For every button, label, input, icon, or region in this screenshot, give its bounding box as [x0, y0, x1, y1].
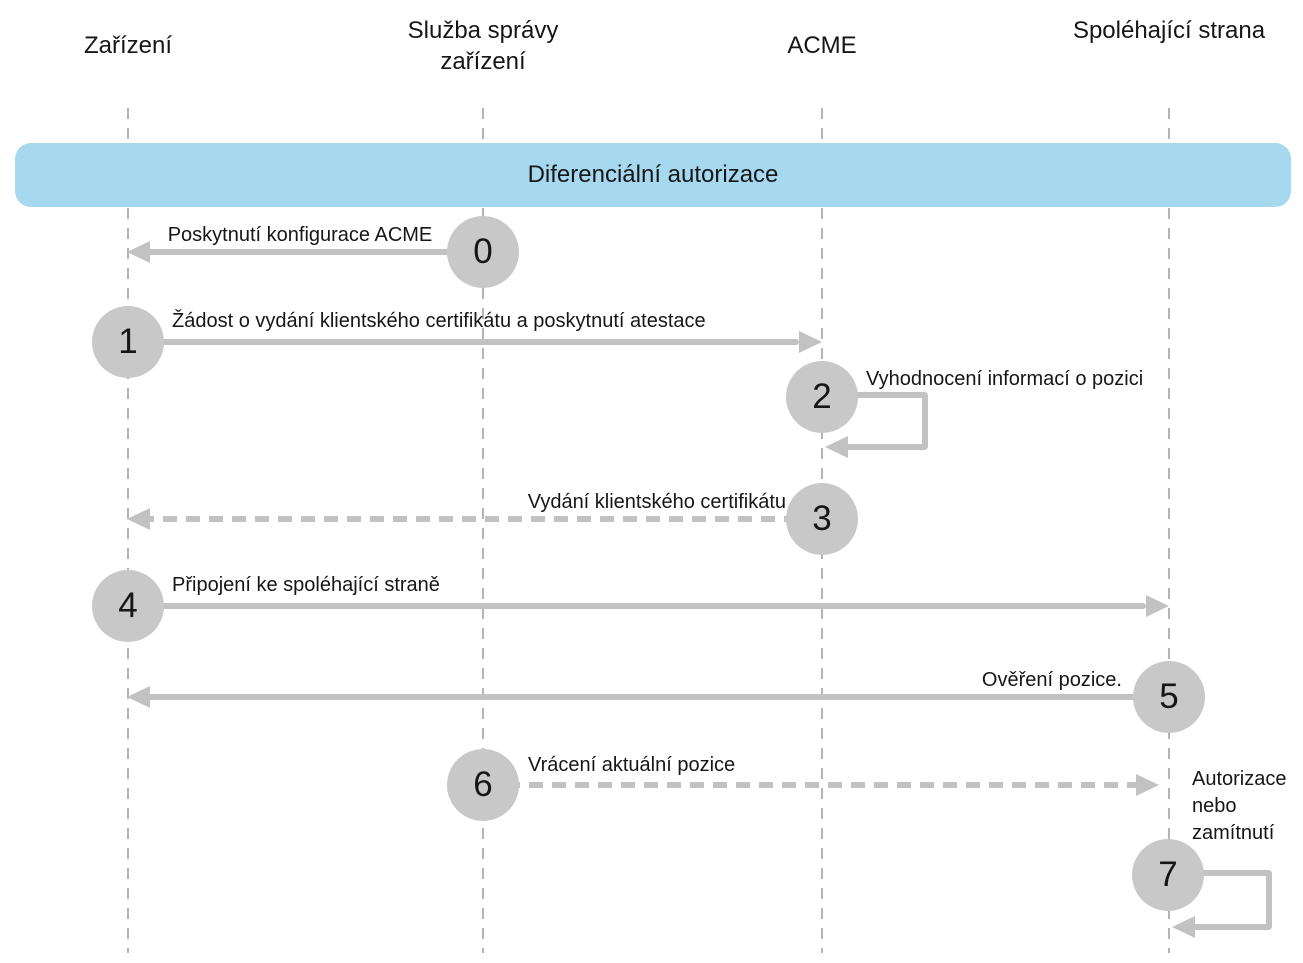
step-3-label: Vydání klientského certifikátu [527, 491, 786, 513]
step-4-arrowhead-right-icon [1146, 595, 1169, 617]
lifeline-device [127, 108, 129, 953]
step-5-number: 5 [1159, 677, 1179, 716]
diagram-title: Diferenciální autorizace [527, 161, 779, 188]
step-0-label: Poskytnutí konfigurace ACME [167, 224, 433, 246]
step-1-number: 1 [118, 322, 138, 361]
step-6-number: 6 [473, 765, 493, 804]
step-7-self-loop [1190, 870, 1272, 930]
step-6-label: Vrácení aktuální pozice [528, 754, 736, 776]
step-7-number: 7 [1158, 855, 1178, 894]
step-1-number-badge: 1 [92, 306, 164, 378]
actor-label-relying-party: Spoléhající strana [1072, 17, 1266, 44]
lifeline-device-management-service [482, 108, 484, 953]
step-1-arrowhead-right-icon [799, 331, 822, 353]
lifeline-relying-party [1168, 108, 1170, 953]
step-3-arrow-line-dashed [140, 516, 822, 522]
step-5-arrow-line [140, 694, 1169, 700]
step-5-number-badge: 5 [1133, 661, 1205, 733]
step-7-arrowhead-left-icon [1172, 916, 1195, 938]
step-7-label: Autorizace nebo zamítnutí [1192, 768, 1287, 844]
step-6-arrow-line-dashed [483, 782, 1136, 788]
step-4-number: 4 [118, 586, 138, 625]
step-3-number-badge: 3 [786, 483, 858, 555]
step-3-arrowhead-left-icon [127, 508, 150, 530]
actor-label-acme: ACME [787, 32, 857, 59]
step-2-number: 2 [812, 377, 832, 416]
step-4-arrow-line [128, 603, 1146, 609]
step-2-label: Vyhodnocení informací o pozici [866, 368, 1144, 390]
step-6-arrowhead-right-icon [1136, 774, 1159, 796]
step-0-number: 0 [473, 232, 493, 271]
step-5-label: Ověření pozice. [981, 669, 1122, 691]
step-0-arrowhead-left-icon [127, 241, 150, 263]
step-0-arrow-line [140, 249, 483, 255]
step-7-number-badge: 7 [1132, 839, 1204, 911]
step-1-arrow-line [128, 339, 799, 345]
diagram-title-banner: Diferenciální autorizace [15, 143, 1291, 207]
step-3-number: 3 [812, 499, 832, 538]
step-6-number-badge: 6 [447, 749, 519, 821]
step-1-label: Žádost o vydání klientského certifikátu … [172, 310, 706, 332]
step-4-number-badge: 4 [92, 570, 164, 642]
step-0-number-badge: 0 [447, 216, 519, 288]
step-4-label: Připojení ke spoléhající straně [172, 574, 440, 596]
step-2-number-badge: 2 [786, 361, 858, 433]
step-2-self-loop [840, 392, 928, 450]
actor-label-device-management-service: Služba správy zařízení [407, 17, 559, 75]
step-5-arrowhead-left-icon [127, 686, 150, 708]
actor-label-device: Zařízení [83, 32, 173, 59]
step-2-arrowhead-left-icon [825, 436, 848, 458]
